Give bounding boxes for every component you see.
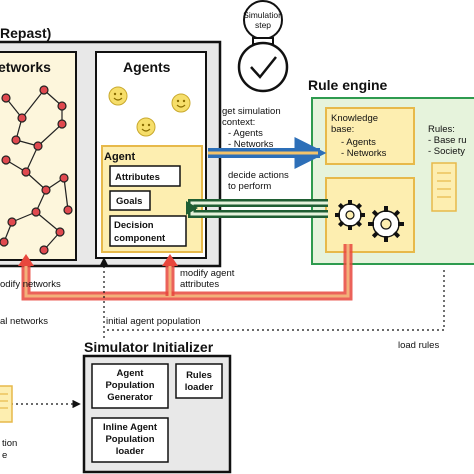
rule-engine-title: Rule engine [308, 77, 388, 93]
kb-line1: Knowledge [331, 113, 378, 124]
rules-loader-line2: loader [185, 382, 214, 393]
document-icon [0, 385, 13, 423]
gear-icon [368, 206, 404, 242]
bottom-left-line1: tion [2, 438, 17, 449]
smiley-icon [136, 117, 156, 137]
networks-title: etworks [0, 59, 51, 75]
goals-box [109, 190, 151, 211]
initial-networks-label: al networks [0, 316, 48, 327]
decision-label-line1: Decision [114, 220, 154, 231]
load-rules-label: load rules [398, 340, 439, 351]
smiley-icon [108, 86, 128, 106]
rules-item2: - Society [428, 146, 465, 157]
decision-box [109, 215, 187, 247]
rules-loader-line1: Rules [186, 370, 212, 381]
get-context-line2: context: [222, 117, 255, 128]
inline-loader-line1: Inline Agent [103, 422, 158, 433]
decide-actions-line1: decide actions [228, 170, 289, 181]
rules-item1: - Base ru [428, 135, 467, 146]
agents-title: Agents [123, 59, 171, 75]
decide-actions-line2: to perform [228, 181, 271, 192]
initializer-title: Simulator Initializer [84, 339, 214, 355]
clock-label-line2: step [255, 20, 271, 30]
initialization-arrows [0, 257, 445, 409]
attributes-label: Attributes [115, 172, 160, 183]
get-context-line1: get simulation [222, 106, 281, 117]
decide-actions-arrow [186, 199, 328, 218]
modify-agent-line1: modify agent [180, 268, 235, 279]
get-context-line3: - Agents [228, 128, 263, 139]
agent-label: Agent [104, 151, 136, 163]
agent-generator-line3: Generator [107, 392, 153, 403]
attributes-box [109, 165, 181, 187]
kb-line2: base: [331, 124, 354, 135]
networks-panel [0, 51, 77, 261]
bottom-left-line2: e [2, 450, 7, 461]
modify-agent-line2: attributes [180, 279, 219, 290]
agent-generator-line2: Population [105, 380, 154, 391]
inline-loader-line2: Population [105, 434, 154, 445]
rules-title: Rules: [428, 124, 455, 135]
clock-label-line1: Simulation [243, 10, 283, 20]
inline-loader-box [91, 417, 169, 463]
network-graph [0, 85, 73, 255]
document-icon [431, 162, 457, 212]
decision-label-line2: component [114, 233, 166, 244]
smiley-icon [171, 93, 191, 113]
simulator-title: Repast) [0, 25, 51, 41]
knowledge-base-box [325, 107, 415, 165]
kb-item1: - Agents [341, 137, 376, 148]
modify-networks-label: odify networks [0, 279, 61, 290]
agent-generator-box [91, 363, 169, 409]
goals-label: Goals [116, 196, 142, 207]
modify-arrow [18, 244, 353, 301]
inline-loader-line3: loader [116, 446, 145, 457]
kb-item2: - Networks [341, 148, 387, 159]
stopwatch-icon [237, 0, 289, 93]
gear-icon [335, 200, 365, 230]
get-context-line4: - Networks [228, 139, 274, 150]
initial-population-label: initial agent population [106, 316, 201, 327]
agent-generator-line1: Agent [117, 368, 145, 379]
rules-loader-box [175, 363, 223, 399]
smiley-icons [108, 86, 191, 137]
